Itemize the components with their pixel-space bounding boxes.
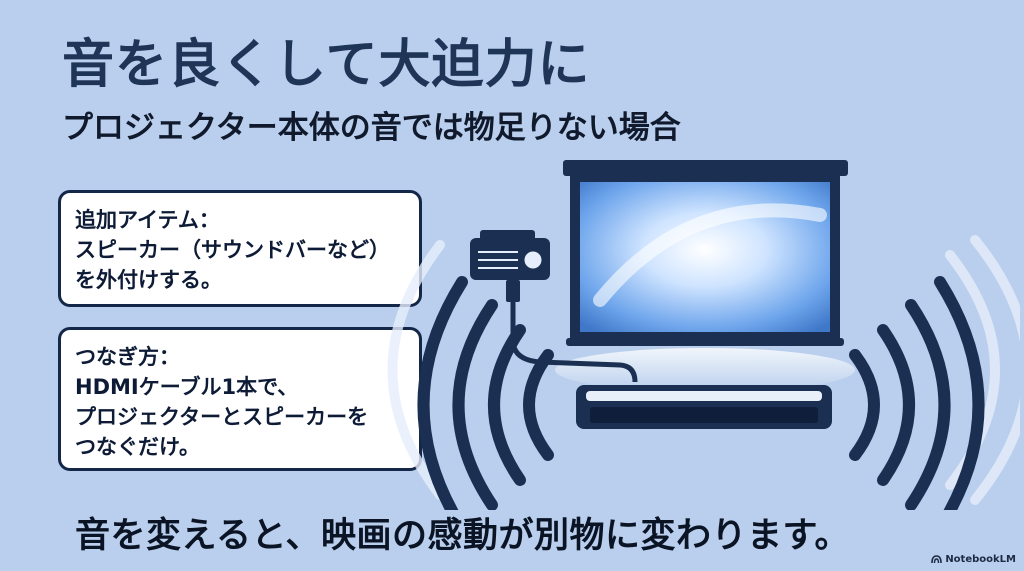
projector-icon [470, 230, 550, 280]
wave-left-1 [523, 349, 554, 461]
connection-method-line-3: つなぐだけ。 [75, 435, 200, 459]
projector-lens [521, 248, 545, 272]
footer-message: 音を変えると、映画の感動が別物に変わります。 [75, 516, 851, 556]
additional-item-line-2: を外付けする。 [75, 268, 222, 292]
hdmi-cable-icon [506, 280, 638, 383]
screen-highlight [593, 203, 827, 307]
projection-screen-icon [563, 160, 848, 346]
floor-glow [555, 348, 855, 392]
additional-item-line-1: スピーカー（サウンドバーなど） [75, 238, 390, 262]
sound-wave-icon [417, 276, 985, 510]
connection-method-card: つなぎ方： HDMIケーブル1本で、 プロジェクターとスピーカーを つなぐだけ。 [58, 327, 422, 471]
connection-method-line-1: HDMIケーブル1本で、 [75, 375, 299, 399]
faint-wave-left-outer [387, 240, 445, 500]
soundbar-icon [576, 385, 832, 429]
notebooklm-logo-icon [931, 555, 943, 564]
additional-item-heading: 追加アイテム： [75, 208, 220, 232]
page-title: 音を良くして大迫力に [62, 35, 591, 95]
brand-watermark: NotebookLM [931, 554, 1016, 565]
connection-method-line-2: プロジェクターとスピーカーを [75, 405, 369, 429]
wave-right-4 [934, 276, 985, 510]
hdmi-plug [506, 280, 520, 302]
wave-right-1 [849, 349, 880, 461]
page-subtitle: プロジェクター本体の音では物足りない場合 [62, 110, 681, 146]
brand-label: NotebookLM [945, 554, 1016, 565]
screen-bottom-bar [566, 338, 844, 346]
wave-left-3 [452, 299, 498, 510]
wave-right-3 [905, 299, 951, 510]
wave-right-2 [877, 324, 915, 486]
screen-top-bar [563, 160, 848, 176]
soundbar-grille [590, 407, 818, 423]
additional-item-card: 追加アイテム： スピーカー（サウンドバーなど） を外付けする。 [58, 190, 422, 307]
hdmi-cable-line [510, 302, 638, 383]
projector-top [480, 230, 535, 242]
wave-left-2 [488, 324, 526, 486]
soundbar-top-highlight [586, 391, 822, 401]
wave-left-4 [417, 276, 468, 510]
home-theater-illustration [387, 160, 1020, 510]
faint-wave-right-outer [970, 235, 1020, 505]
connection-method-heading: つなぎ方： [75, 345, 180, 369]
